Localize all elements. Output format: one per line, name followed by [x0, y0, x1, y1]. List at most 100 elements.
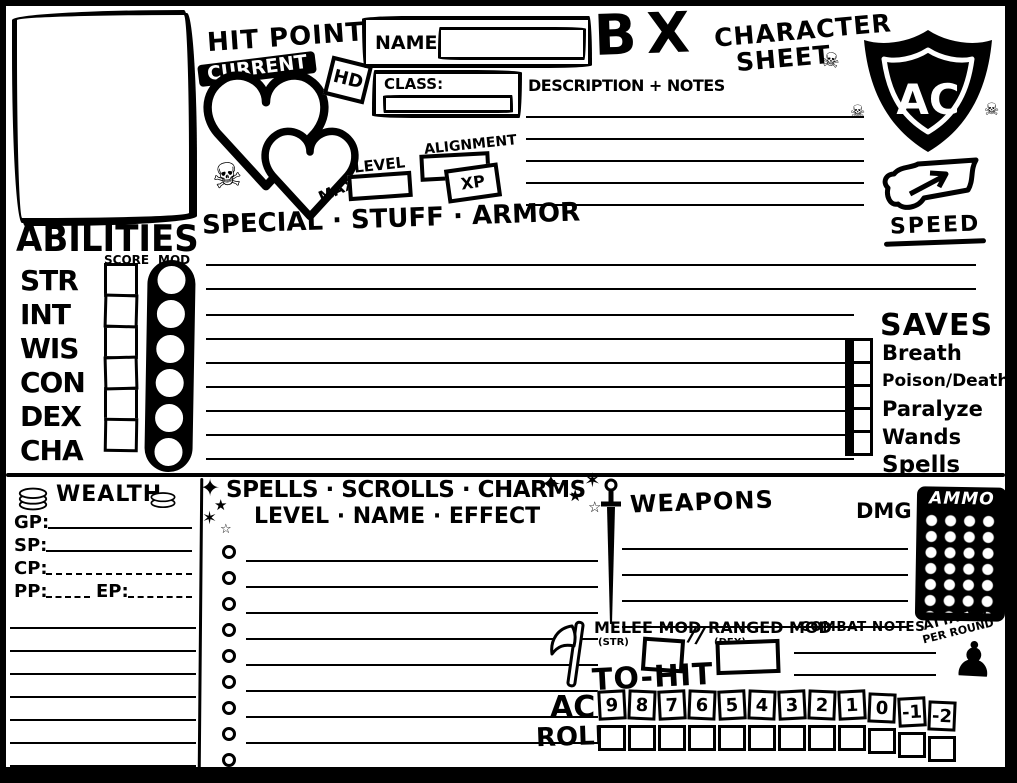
ac-value: 4	[747, 689, 777, 721]
class-input[interactable]	[383, 95, 513, 113]
cp-line[interactable]	[46, 558, 192, 575]
ability-score-box[interactable]	[104, 387, 138, 421]
ability-score-box[interactable]	[103, 417, 139, 453]
coins-icon	[18, 487, 48, 511]
bx-logo: BX	[592, 0, 701, 69]
ac-value: 6	[687, 689, 717, 721]
dagger-divider-icon	[601, 478, 621, 624]
speed-banner-field[interactable]	[878, 156, 990, 218]
to-hit-roll-box[interactable]	[838, 725, 866, 751]
save-box-breath[interactable]	[845, 338, 873, 364]
to-hit-roll-box[interactable]	[628, 725, 656, 751]
sp-line[interactable]	[46, 535, 192, 552]
spell-level-circle[interactable]	[222, 649, 236, 663]
spell-level-circle[interactable]	[222, 623, 236, 637]
spell-level-circle[interactable]	[222, 597, 236, 611]
spell-row[interactable]	[222, 640, 598, 666]
spell-row[interactable]	[222, 718, 598, 744]
to-hit-roll-box[interactable]	[808, 725, 836, 751]
to-hit-roll-box[interactable]	[748, 725, 776, 751]
spell-level-circle[interactable]	[222, 727, 236, 741]
weapon-lines[interactable]	[622, 524, 908, 628]
spell-line[interactable]	[246, 672, 598, 692]
spell-line[interactable]	[246, 620, 598, 640]
spell-level-circle[interactable]	[222, 545, 236, 559]
spell-line[interactable]	[246, 594, 598, 614]
ability-mod-circle[interactable]	[152, 365, 187, 401]
spell-line[interactable]	[246, 568, 598, 588]
ability-mod-circle[interactable]	[153, 331, 188, 367]
combat-notes-lines[interactable]	[794, 632, 936, 678]
spell-line[interactable]	[246, 646, 598, 666]
wealth-extra-lines[interactable]	[10, 606, 196, 768]
name-input[interactable]	[438, 27, 586, 60]
to-hit-roll-box[interactable]	[898, 732, 926, 758]
horizontal-divider	[6, 473, 1005, 477]
wealth-title: WEALTH	[56, 482, 163, 507]
ability-mod-circle[interactable]	[153, 297, 189, 332]
ac-shield-field[interactable]: AC	[856, 26, 1000, 158]
spell-line[interactable]	[246, 750, 598, 770]
spell-row[interactable]	[222, 536, 598, 562]
cp-label: CP:	[14, 558, 48, 579]
gp-line[interactable]	[48, 512, 192, 529]
to-hit-roll-box[interactable]	[598, 725, 626, 751]
to-hit-roll-box[interactable]	[778, 725, 806, 751]
pawn-icon: ♟	[950, 630, 997, 690]
pp-line[interactable]	[46, 581, 90, 598]
notes-lines-wide[interactable]	[206, 242, 976, 292]
ac-shield-label: AC	[896, 75, 959, 124]
spell-line[interactable]	[246, 724, 598, 744]
to-hit-roll-box[interactable]	[868, 728, 896, 754]
portrait-box[interactable]	[12, 10, 194, 223]
spell-line[interactable]	[246, 542, 598, 562]
ability-mod-circle[interactable]	[151, 434, 186, 470]
ammo-dots-grid[interactable]	[920, 512, 1001, 614]
spell-level-circle[interactable]	[222, 753, 236, 767]
ability-score-box[interactable]	[103, 355, 139, 391]
spell-level-circle[interactable]	[222, 701, 236, 715]
spell-row[interactable]	[222, 562, 598, 588]
to-hit-roll-box[interactable]	[928, 736, 956, 762]
save-box-spells[interactable]	[845, 430, 873, 456]
spell-level-circle[interactable]	[222, 571, 236, 585]
ac-cell: 1	[837, 689, 867, 751]
ac-cell: -1	[897, 696, 927, 758]
notes-lines-narrow[interactable]	[206, 292, 854, 470]
star-icon: ✶	[202, 508, 218, 529]
ability-score-box[interactable]	[104, 263, 138, 297]
ability-score-box[interactable]	[103, 293, 139, 329]
shield-skull-right-icon: ☠	[984, 100, 1000, 120]
ability-mod-circle[interactable]	[151, 400, 187, 435]
spell-row[interactable]	[222, 666, 598, 692]
ranged-mod-box[interactable]	[715, 638, 781, 676]
spell-row[interactable]	[222, 614, 598, 640]
spell-row[interactable]	[222, 588, 598, 614]
spells-title: SPELLS · SCROLLS · CHARMS	[226, 477, 586, 503]
ammo-tracker[interactable]: AMMO	[914, 486, 1008, 622]
description-lines[interactable]	[526, 96, 864, 208]
ac-value: 9	[597, 689, 627, 721]
max-hp-heart-field[interactable]	[256, 124, 364, 224]
coins-icon-right	[150, 492, 176, 508]
level-box[interactable]	[347, 170, 413, 202]
spell-line[interactable]	[246, 698, 598, 718]
save-box-paralyze[interactable]	[845, 384, 873, 410]
ep-label: EP:	[96, 581, 129, 602]
to-hit-roll-box[interactable]	[718, 725, 746, 751]
ability-score-box[interactable]	[104, 325, 138, 359]
ability-mod-circle[interactable]	[154, 262, 189, 298]
current-hp-heart-field[interactable]	[196, 66, 336, 196]
spell-row[interactable]	[222, 744, 598, 770]
to-hit-roll-box[interactable]	[658, 725, 686, 751]
to-hit-roll-box[interactable]	[688, 725, 716, 751]
ep-line[interactable]	[128, 581, 192, 598]
ac-cell: 2	[807, 689, 837, 751]
to-hit-table: 9 8 7 6 5 4 3 2 1 0 -1 -2	[597, 689, 957, 762]
spell-level-circle[interactable]	[222, 675, 236, 689]
pp-label: PP:	[14, 581, 48, 602]
ac-cell: -2	[927, 700, 957, 762]
spell-row[interactable]	[222, 692, 598, 718]
star-icon: ✦	[540, 470, 562, 500]
